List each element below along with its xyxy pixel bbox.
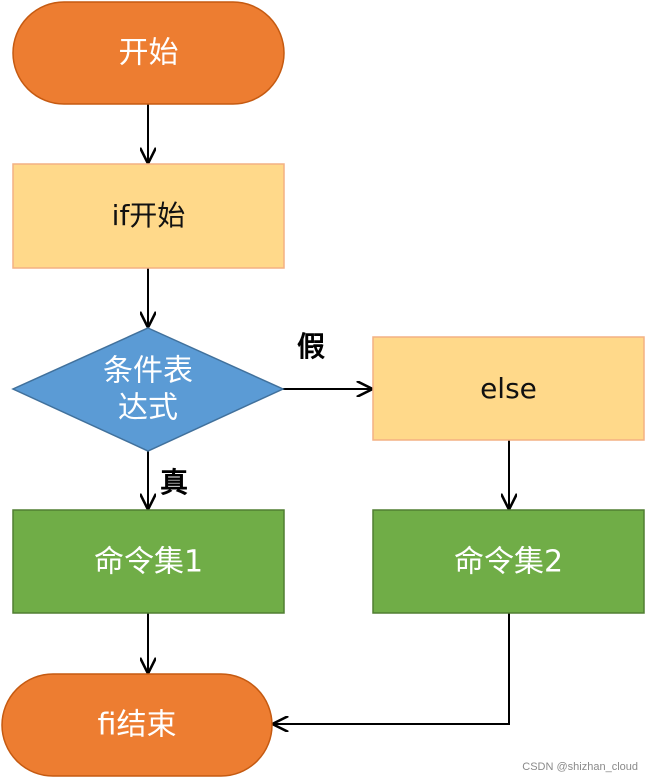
edge-cmd2-to-end — [274, 613, 510, 724]
else-shape — [372, 336, 645, 441]
condition-label-line2: 达式 — [118, 391, 178, 426]
start-label: 开始 — [119, 36, 179, 71]
edges — [148, 104, 509, 724]
node-else: else — [372, 336, 645, 441]
node-condition: 条件表 达式 — [11, 327, 285, 452]
watermark: CSDN @shizhan_cloud — [522, 761, 638, 773]
else-label: else — [480, 372, 537, 405]
edge-label-false: 假 — [297, 330, 325, 363]
end-shape — [1, 673, 273, 777]
cmd2-shape — [372, 509, 645, 614]
if-start-label: if开始 — [112, 199, 186, 232]
node-cmd1: 命令集1 — [12, 509, 285, 614]
node-start: 开始 — [12, 1, 285, 105]
edge-label-true: 真 — [160, 466, 188, 499]
start-shape — [12, 1, 285, 105]
cmd2-label: 命令集2 — [454, 545, 563, 580]
node-if-start: if开始 — [12, 163, 285, 269]
cmd1-shape — [12, 509, 285, 614]
condition-shape — [11, 327, 285, 452]
cmd1-label: 命令集1 — [94, 545, 203, 580]
node-cmd2: 命令集2 — [372, 509, 645, 614]
condition-label-line1: 条件表 — [103, 354, 193, 389]
if-start-shape — [12, 163, 285, 269]
node-end: fi结束 — [1, 673, 273, 777]
end-label: fi结束 — [98, 708, 177, 743]
